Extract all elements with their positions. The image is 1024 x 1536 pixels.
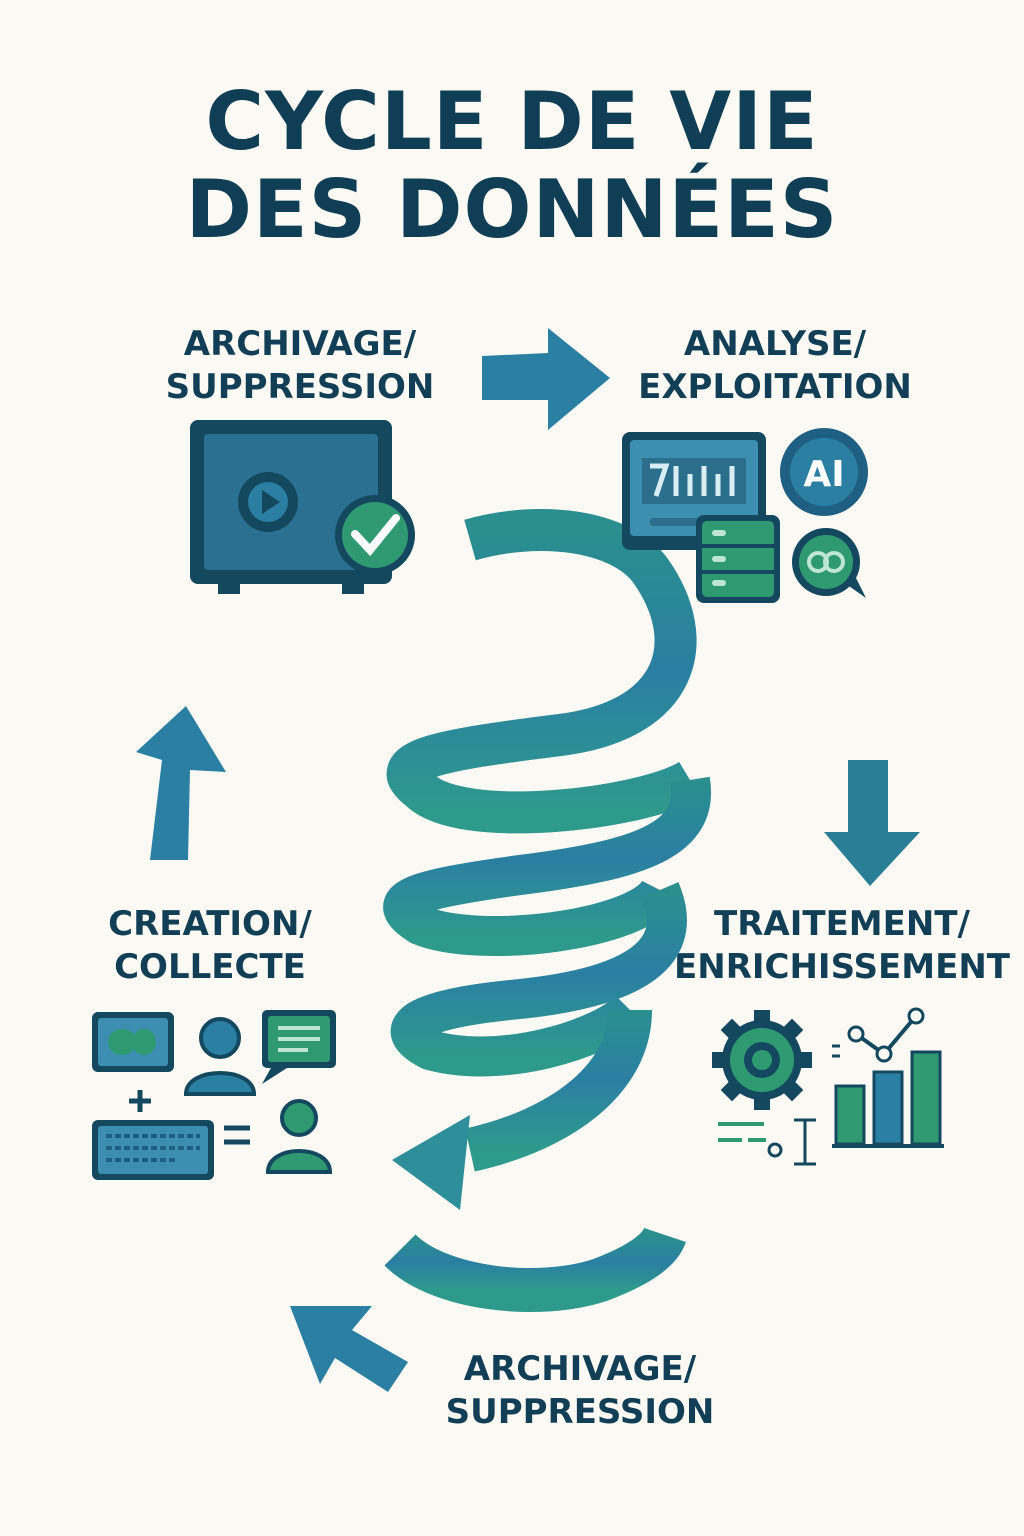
stage-label-line-1: CREATION/ bbox=[108, 904, 312, 944]
safe-icon bbox=[190, 420, 392, 594]
image-card-icon bbox=[92, 1012, 174, 1072]
message-icon bbox=[262, 1010, 336, 1084]
stage-label-line-1: TRAITEMENT/ bbox=[714, 904, 970, 944]
keyboard-icon bbox=[92, 1120, 214, 1180]
stage-label-line-2: ENRICHISSEMENT bbox=[674, 947, 1010, 987]
stage-label-archivage-bottom: ARCHIVAGE/ SUPPRESSION bbox=[420, 1348, 740, 1434]
ai-chip-icon: AI bbox=[780, 428, 868, 516]
plus-icon bbox=[129, 1090, 151, 1112]
stage-label-line-1: ARCHIVAGE/ bbox=[463, 1349, 697, 1389]
arrow-up-left-bottom bbox=[290, 1306, 408, 1392]
arrow-right-top bbox=[482, 328, 610, 430]
arrow-up-left bbox=[136, 706, 226, 860]
database-icon bbox=[696, 515, 780, 603]
stage-label-line-2: SUPPRESSION bbox=[445, 1392, 715, 1432]
ai-badge-text: AI bbox=[803, 454, 844, 495]
chat-bubble-icon bbox=[792, 528, 866, 598]
arrow-down-right bbox=[824, 760, 920, 886]
stage-label-creation: CREATION/ COLLECTE bbox=[75, 903, 345, 989]
stage-label-traitement: TRAITEMENT/ ENRICHISSEMENT bbox=[660, 903, 1024, 989]
stage-label-line-2: SUPPRESSION bbox=[165, 367, 435, 407]
stage-label-analyse: ANALYSE/ EXPLOITATION bbox=[610, 323, 940, 409]
stage-label-line-2: EXPLOITATION bbox=[638, 367, 912, 407]
flow-lines-icon bbox=[718, 1044, 840, 1166]
title-line-2: DES DONNÉES bbox=[185, 163, 839, 256]
page-title: CYCLE DE VIE DES DONNÉES bbox=[0, 78, 1024, 254]
person-icon bbox=[265, 1099, 333, 1174]
stage-label-line-2: COLLECTE bbox=[114, 947, 306, 987]
central-spiral bbox=[383, 509, 712, 1312]
line-graph-icon bbox=[847, 1007, 925, 1063]
stage-label-line-1: ARCHIVAGE/ bbox=[183, 324, 417, 364]
gear-icon bbox=[712, 1010, 812, 1110]
title-line-1: CYCLE DE VIE bbox=[205, 75, 819, 168]
bar-chart-icon bbox=[832, 1050, 944, 1148]
check-icon bbox=[335, 495, 415, 575]
equals-icon bbox=[224, 1125, 250, 1145]
stage-label-archivage-top: ARCHIVAGE/ SUPPRESSION bbox=[150, 323, 450, 409]
spiral-arrowhead bbox=[392, 1115, 470, 1210]
stage-label-line-1: ANALYSE/ bbox=[683, 324, 867, 364]
user-icon bbox=[183, 1017, 257, 1096]
